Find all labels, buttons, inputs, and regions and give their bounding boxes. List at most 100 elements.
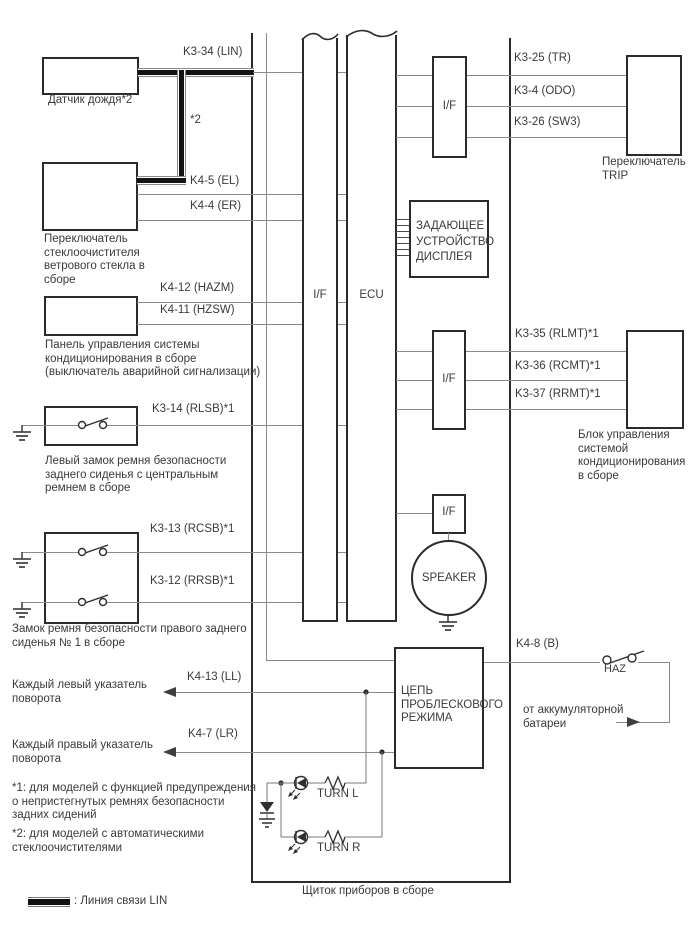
pin-er: K4-4 (ER): [190, 200, 242, 212]
panel-border-bottom: [251, 881, 511, 883]
if-box-trip-label: I/F: [442, 100, 457, 112]
pin-el: K4-5 (EL): [190, 175, 240, 187]
wire-rrmt-right: [466, 409, 626, 410]
belt-switch-icon: [77, 417, 109, 430]
wire-battery-vertical: [669, 662, 670, 722]
wire-rlmt-left: [396, 351, 432, 352]
lin-line-horizontal: [138, 68, 254, 77]
arrow-right-icon: [627, 717, 640, 727]
pin-sw3: K3-26 (SW3): [514, 116, 581, 128]
wire-el: [137, 194, 302, 195]
if-box-speaker: [432, 494, 466, 534]
flasher-circuit-box: [394, 647, 484, 769]
wire-hzsw-bridge: [338, 324, 346, 325]
ground-icon: [13, 602, 31, 618]
battery-label: от аккумуляторной батареи: [523, 704, 624, 730]
haz-switch-icon: [600, 650, 645, 666]
wire-sw3-right: [467, 137, 626, 138]
display-master-label: ЗАДАЮЩЕЕ УСТРОЙСТВО ДИСПЛЕЯ: [416, 220, 495, 263]
feed-wire-horizontal: [266, 660, 395, 661]
pin-rlmt: K3-35 (RLMT)*1: [515, 328, 599, 340]
if-bus-label: I/F: [313, 289, 327, 301]
wire-rcmt-right: [466, 380, 626, 381]
left-belt-buckle-box: [44, 406, 138, 446]
panel-label: Щиток приборов в сборе: [302, 885, 434, 897]
ecu-box: [346, 35, 397, 622]
wire-lr: [170, 752, 394, 753]
wire-er-bridge: [338, 220, 346, 221]
turn-r-label: TURN R: [317, 842, 361, 854]
if-box-trip: [432, 56, 467, 158]
panel-border-left: [251, 33, 253, 883]
wire-rcsb: [22, 552, 302, 553]
turn-left-indicator-label: Каждый левый указатель поворота: [12, 679, 148, 705]
pin-lin: K3-34 (LIN): [183, 46, 243, 58]
wire-rlsb-bridge: [338, 425, 346, 426]
bus-hatch-icon: [396, 219, 409, 261]
wire-sw3-left: [396, 137, 432, 138]
pin-rlsb: K3-14 (RLSB)*1: [152, 403, 235, 415]
turn-indicator-circuit: [259, 689, 385, 854]
ac-control-label: Блок управления системой кондиционирован…: [578, 429, 686, 482]
wire-speaker-if: [396, 513, 432, 514]
wire-rlmt-right: [466, 351, 626, 352]
if-bus-box: [302, 38, 338, 622]
turn-right-indicator-label: Каждый правый указатель поворота: [12, 739, 153, 765]
if-box-ac-label: I/F: [442, 373, 456, 385]
pin-rrsb: K3-12 (RRSB)*1: [150, 575, 235, 587]
pin-rrmt: K3-37 (RRMT)*1: [515, 388, 601, 400]
wire-hzsw: [137, 324, 302, 325]
wire-rrmt-left: [396, 409, 432, 410]
rain-sensor-label: Датчик дождя*2: [48, 94, 133, 106]
wire-rcmt-left: [396, 380, 432, 381]
wire-rlsb: [22, 425, 302, 426]
right-belt-buckle-label: Замок ремня безопасности правого заднего…: [12, 623, 247, 649]
wire-rrsb: [22, 602, 302, 603]
wire-odo-right: [467, 106, 626, 107]
wire-tr-left: [396, 75, 432, 76]
break-wave-icon: [345, 29, 398, 38]
pin-rcmt: K3-36 (RCMT)*1: [515, 360, 601, 372]
ecu-label: ECU: [359, 289, 384, 301]
wire-hazm: [137, 302, 302, 303]
wire-lin-thin: [253, 72, 302, 73]
ac-control-box: [626, 330, 684, 429]
panel-border-right: [509, 38, 511, 883]
wire-odo-left: [396, 106, 432, 107]
if-box-speaker-label: I/F: [442, 506, 456, 518]
pin-rcsb: K3-13 (RCSB)*1: [150, 523, 235, 535]
pin-hzsw: K4-11 (HZSW): [160, 304, 235, 316]
wiper-switch-label: Переключатель стеклоочистителя ветрового…: [44, 233, 145, 286]
wire-b-left: [484, 662, 604, 663]
belt-switch-icon: [77, 594, 109, 607]
belt-switch-icon: [77, 544, 109, 557]
left-belt-buckle-label: Левый замок ремня безопасности заднего с…: [45, 455, 227, 494]
feed-wire-vertical: [266, 33, 267, 660]
speaker-circle: SPEAKER: [411, 540, 487, 616]
wire-b-right: [636, 662, 670, 663]
pin-lr: K4-7 (LR): [188, 728, 238, 740]
wire-rcsb-bridge: [338, 552, 346, 553]
pin-ll: K4-13 (LL): [187, 671, 242, 683]
turn-l-label: TURN L: [317, 788, 359, 800]
trip-switch-box: [626, 55, 682, 156]
pin-tr: K3-25 (TR): [514, 52, 571, 64]
ground-icon: [439, 615, 457, 631]
footnote-1: *1: для моделей с функцией предупреждени…: [12, 782, 256, 821]
wire-battery-horizontal: [616, 722, 670, 723]
trip-switch-label: Переключатель TRIP: [602, 156, 686, 182]
wire-rrsb-bridge: [338, 602, 346, 603]
wiper-switch-box: [42, 162, 138, 231]
arrow-left-icon: [163, 687, 176, 697]
wire-tr-right: [467, 75, 626, 76]
rain-sensor-box: [42, 57, 139, 95]
ground-icon: [13, 425, 31, 441]
pin-hazm: K4-12 (HAZM): [160, 282, 235, 294]
footnote-2: *2: для моделей с автоматическими стекло…: [12, 828, 204, 854]
lin-line-legend-swatch: [28, 897, 70, 907]
pin-star2: *2: [190, 114, 201, 126]
if-box-ac: [432, 330, 466, 430]
ac-panel-label: Панель управления системы кондиционирова…: [45, 339, 261, 378]
lin-line-to-wiper: [137, 176, 186, 185]
